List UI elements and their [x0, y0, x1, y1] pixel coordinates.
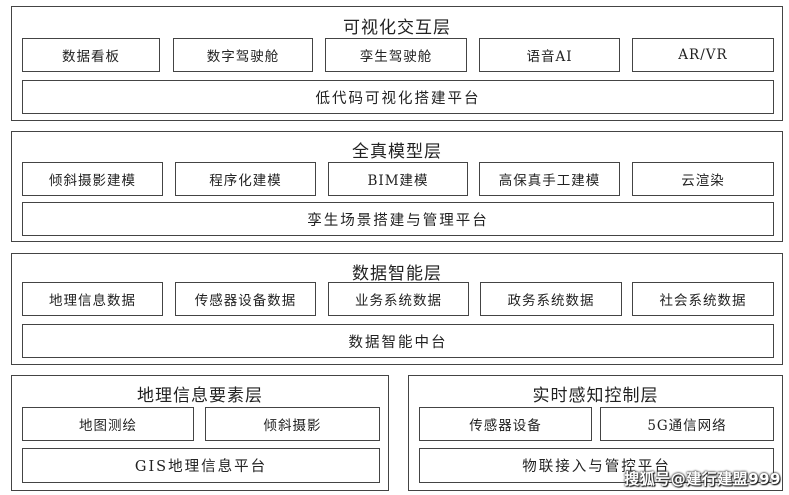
- item-box: 倾斜摄影建模: [22, 162, 163, 196]
- layer-full-model: 全真模型层 倾斜摄影建模 程序化建模 BIM建模 高保真手工建模 云渲染 孪生场…: [11, 131, 783, 242]
- layer-title: 可视化交互层: [343, 18, 451, 38]
- platform-box: 低代码可视化搭建平台: [22, 80, 774, 114]
- item-box: 程序化建模: [175, 162, 316, 196]
- item-box: 倾斜摄影: [205, 407, 380, 441]
- item-box: 传感器设备数据: [175, 282, 316, 316]
- layer-title: 实时感知控制层: [532, 386, 659, 406]
- layer-title: 数据智能层: [352, 264, 442, 284]
- item-box: 5G通信网络: [600, 407, 774, 441]
- platform-box: 物联接入与管控平台: [419, 448, 774, 483]
- item-box: BIM建模: [328, 162, 468, 196]
- item-box: 高保真手工建模: [479, 162, 620, 196]
- platform-box: 数据智能中台: [22, 324, 774, 358]
- item-box: 语音AI: [479, 38, 620, 72]
- layer-title: 地理信息要素层: [137, 386, 263, 406]
- platform-box: GIS地理信息平台: [22, 448, 380, 483]
- item-box: 数字驾驶舱: [173, 38, 313, 72]
- item-box: 数据看板: [22, 38, 160, 72]
- item-box: 社会系统数据: [632, 282, 774, 316]
- item-box: 地理信息数据: [22, 282, 163, 316]
- layer-title: 全真模型层: [352, 142, 442, 162]
- layer-geo-info: 地理信息要素层 地图测绘 倾斜摄影 GIS地理信息平台: [11, 375, 389, 491]
- item-box: 孪生驾驶舱: [325, 38, 467, 72]
- item-box: 业务系统数据: [328, 282, 469, 316]
- item-box: 传感器设备: [419, 407, 592, 441]
- item-box: AR/VR: [632, 38, 774, 72]
- platform-box: 孪生场景搭建与管理平台: [22, 202, 774, 236]
- layer-realtime-sensing: 实时感知控制层 传感器设备 5G通信网络 物联接入与管控平台: [408, 375, 783, 491]
- item-box: 地图测绘: [22, 407, 194, 441]
- watermark-text: 搜狐号@建行建盟999: [624, 470, 781, 488]
- item-box: 云渲染: [632, 162, 774, 196]
- item-box: 政务系统数据: [480, 282, 622, 316]
- layer-data-intelligence: 数据智能层 地理信息数据 传感器设备数据 业务系统数据 政务系统数据 社会系统数…: [11, 253, 783, 365]
- layer-visual-interaction: 可视化交互层 数据看板 数字驾驶舱 孪生驾驶舱 语音AI AR/VR 低代码可视…: [11, 6, 783, 121]
